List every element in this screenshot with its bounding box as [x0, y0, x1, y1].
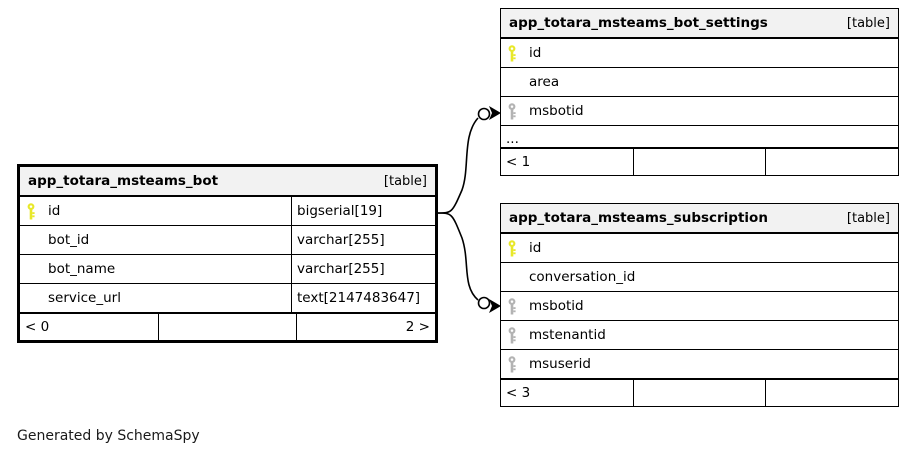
column-name: conversation_id — [529, 269, 636, 285]
table-footer-app_totara_msteams_bot_settings: < 1 — [501, 148, 898, 175]
table-title: app_totara_msteams_bot — [28, 173, 219, 189]
column-type-cell: text[2147483647] — [291, 284, 435, 312]
table-footer-app_totara_msteams_bot: < 0 2 > — [20, 313, 435, 340]
column-row[interactable]: id — [501, 234, 898, 263]
column-row[interactable]: msuserid — [501, 350, 898, 379]
primary-key-icon — [26, 202, 48, 220]
table-title: app_totara_msteams_bot_settings — [509, 15, 768, 31]
column-type-cell: varchar[255] — [291, 255, 435, 283]
column-name: msbotid — [529, 298, 584, 314]
foreign-key-icon — [507, 102, 529, 120]
table-header-app_totara_msteams_subscription: app_totara_msteams_subscription [table] — [501, 204, 898, 234]
column-row[interactable]: conversation_id — [501, 263, 898, 292]
cardinality-zero-marker — [477, 296, 491, 310]
column-name: area — [529, 74, 560, 90]
table-type-tag: [table] — [846, 210, 890, 226]
foreign-key-icon — [507, 297, 529, 315]
column-row[interactable]: id — [501, 39, 898, 68]
table-type-tag: [table] — [383, 173, 427, 189]
footer-parents-count: < 3 — [506, 385, 531, 401]
foreign-key-icon — [507, 326, 529, 344]
foreign-key-icon — [507, 355, 529, 373]
column-row[interactable]: bot_name varchar[255] — [20, 255, 435, 284]
footer-parents-count: < 1 — [506, 154, 531, 170]
table-header-app_totara_msteams_bot: app_totara_msteams_bot [table] — [20, 167, 435, 197]
column-type: varchar[255] — [297, 261, 385, 277]
column-name-cell: mstenantid — [501, 321, 898, 349]
column-row[interactable]: msbotid — [501, 292, 898, 321]
footer-middle — [158, 314, 296, 340]
column-row[interactable]: service_url text[2147483647] — [20, 284, 435, 313]
column-row[interactable]: id bigserial[19] — [20, 197, 435, 226]
column-name: bot_name — [48, 261, 116, 277]
column-name-cell: bot_name — [20, 255, 291, 283]
column-name: id — [529, 45, 542, 61]
arrowhead — [489, 299, 501, 313]
column-row[interactable]: msbotid — [501, 97, 898, 126]
column-name: bot_id — [48, 232, 90, 248]
er-table-app_totara_msteams_bot[interactable]: app_totara_msteams_bot [table] id bigserial… — [17, 164, 438, 343]
column-type: bigserial[19] — [297, 203, 383, 219]
footer-children-count — [765, 149, 898, 175]
er-table-app_totara_msteams_bot_settings[interactable]: app_totara_msteams_bot_settings [table] id… — [500, 8, 899, 176]
column-name: id — [529, 240, 542, 256]
column-name-cell: area — [501, 68, 898, 96]
column-name-cell: service_url — [20, 284, 291, 312]
schemaspy-credit: Generated by SchemaSpy — [17, 428, 200, 444]
footer-parents-count: < 0 — [25, 319, 50, 335]
column-type: varchar[255] — [297, 232, 385, 248]
footer-children-count: 2 > — [296, 314, 435, 340]
column-name-cell: msuserid — [501, 350, 898, 378]
column-name-cell: id — [20, 197, 291, 225]
primary-key-icon — [507, 44, 529, 62]
table-footer-app_totara_msteams_subscription: < 3 — [501, 379, 898, 406]
table-header-app_totara_msteams_bot_settings: app_totara_msteams_bot_settings [table] — [501, 9, 898, 39]
column-name: mstenantid — [529, 327, 606, 343]
cardinality-zero-marker — [477, 107, 491, 121]
column-name-cell: msbotid — [501, 97, 898, 125]
er-table-app_totara_msteams_subscription[interactable]: app_totara_msteams_subscription [table] id… — [500, 203, 899, 407]
table-type-tag: [table] — [846, 15, 890, 31]
footer-middle — [633, 149, 765, 175]
column-row[interactable]: bot_id varchar[255] — [20, 226, 435, 255]
arrowhead — [489, 106, 501, 120]
column-type-cell: varchar[255] — [291, 226, 435, 254]
column-row[interactable]: area — [501, 68, 898, 97]
relationship-bot-to-subscription — [436, 212, 501, 313]
column-name-cell: id — [501, 39, 898, 67]
footer-children-count — [765, 380, 898, 406]
more-columns-indicator: ... — [501, 126, 898, 148]
footer-middle — [633, 380, 765, 406]
column-type: text[2147483647] — [297, 290, 421, 306]
primary-key-icon — [507, 239, 529, 257]
column-row[interactable]: mstenantid — [501, 321, 898, 350]
column-name: id — [48, 203, 61, 219]
column-name-cell: id — [501, 234, 898, 262]
column-name: service_url — [48, 290, 121, 306]
column-name: msuserid — [529, 356, 591, 372]
column-type-cell: bigserial[19] — [291, 197, 435, 225]
relationship-bot-to-bot-settings — [436, 106, 501, 214]
column-name-cell: bot_id — [20, 226, 291, 254]
column-name-cell: msbotid — [501, 292, 898, 320]
table-title: app_totara_msteams_subscription — [509, 210, 768, 226]
column-name-cell: conversation_id — [501, 263, 898, 291]
column-name: msbotid — [529, 103, 584, 119]
